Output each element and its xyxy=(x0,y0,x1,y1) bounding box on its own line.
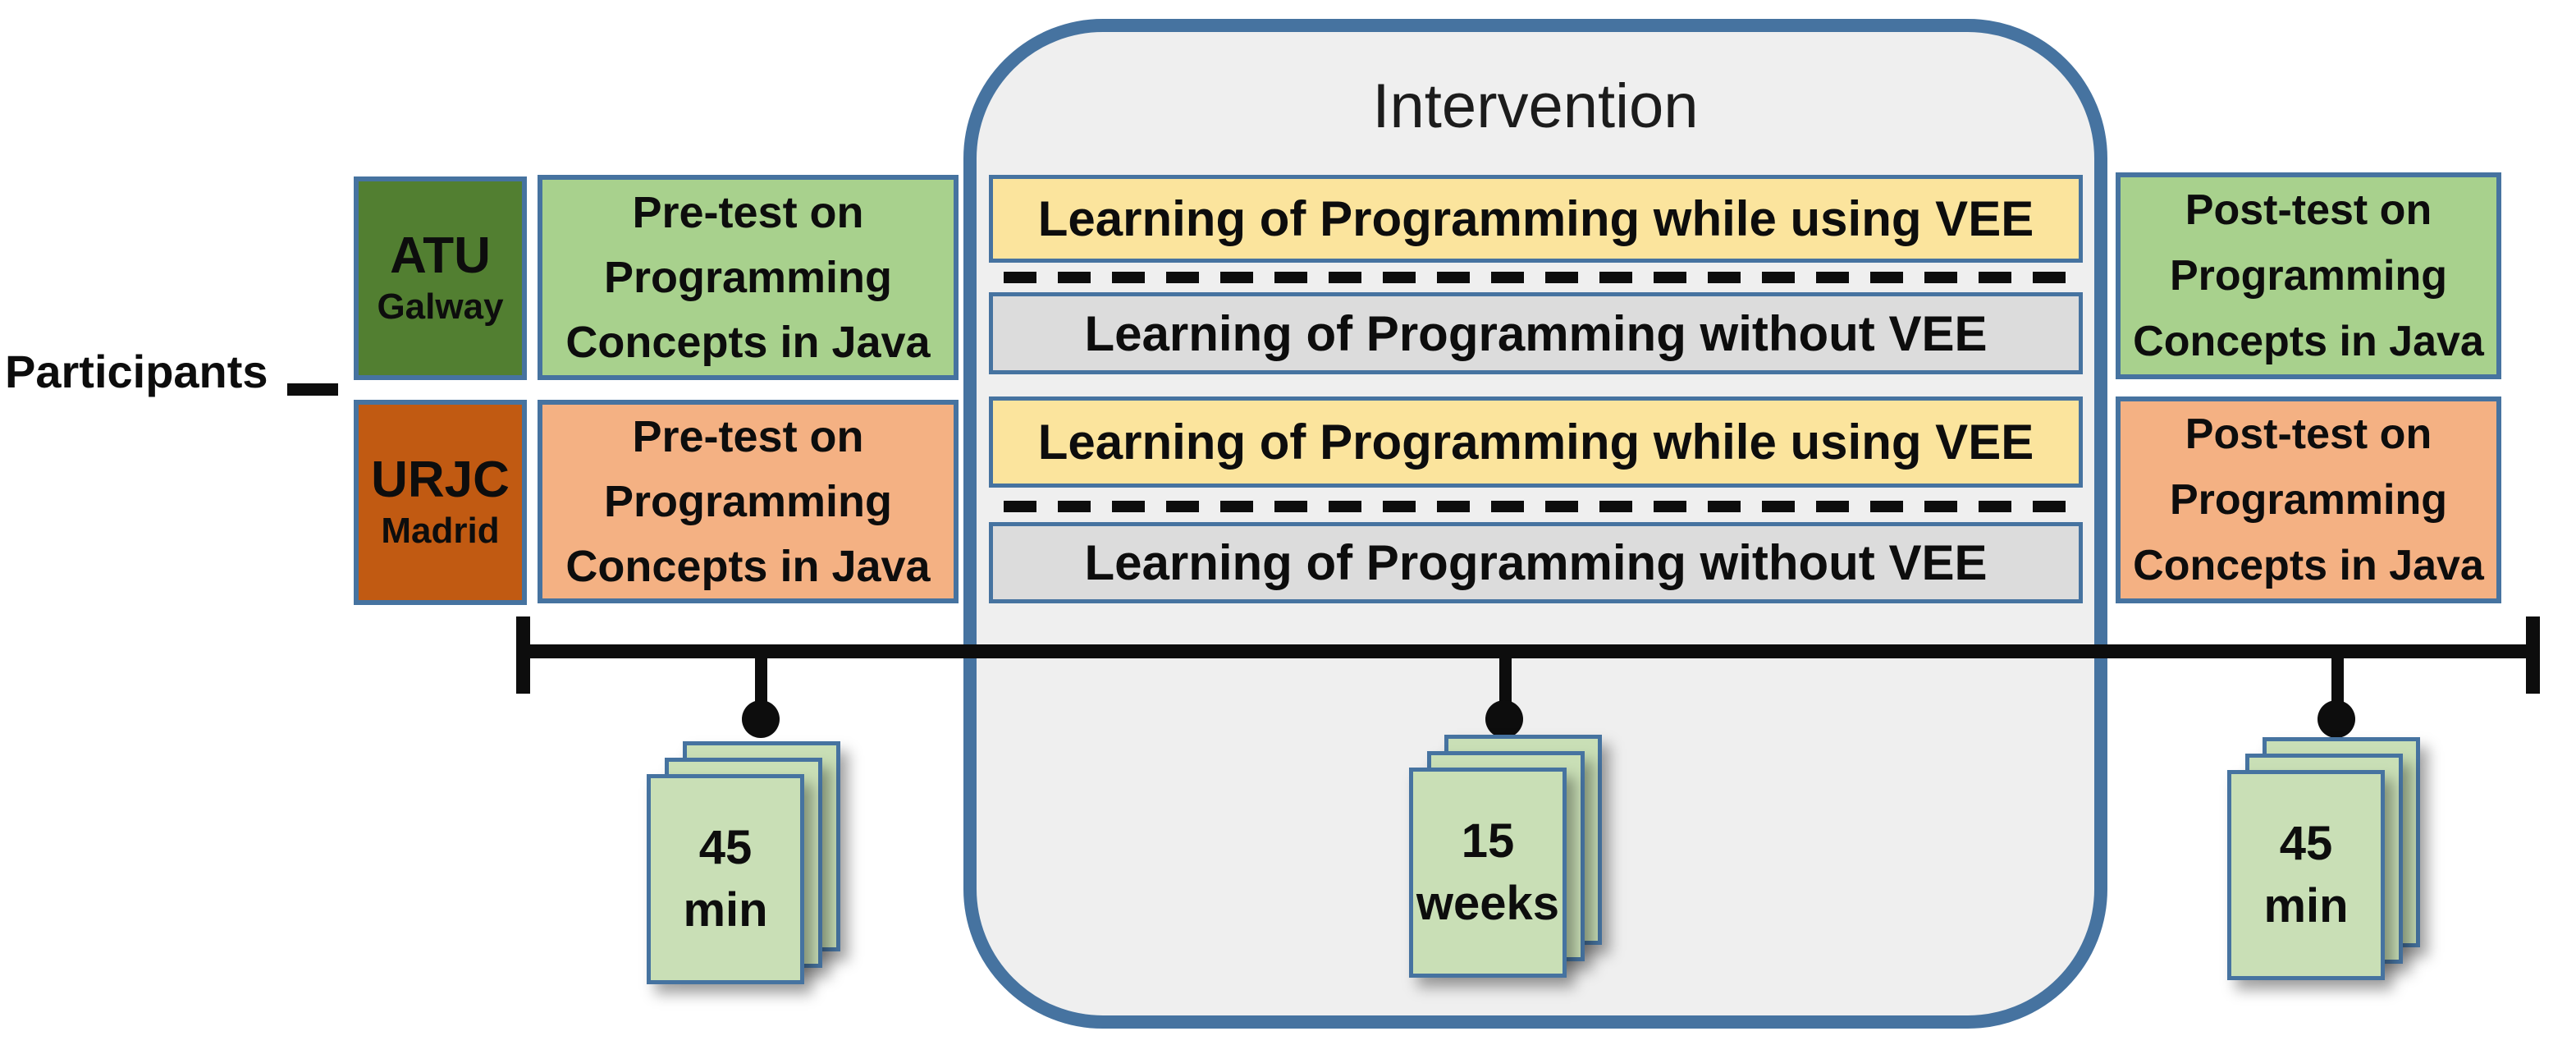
institution-name: ATU xyxy=(390,227,491,284)
milestone-dot-pretest xyxy=(742,700,780,738)
pretest-line: Programming xyxy=(603,252,893,302)
posttest-line: Programming xyxy=(2169,476,2448,524)
condition-no-vee-box-urjc: Learning of Programming without VEE xyxy=(989,522,2083,603)
duration-card-intervention: 15 weeks xyxy=(1409,768,1567,978)
participants-label: Participants xyxy=(5,346,268,397)
pretest-line: Pre-test on xyxy=(632,187,864,237)
milestone-connector-pretest xyxy=(755,657,767,704)
posttest-line: Programming xyxy=(2169,252,2448,300)
condition-vee-box-urjc: Learning of Programming while using VEE xyxy=(989,396,2083,488)
condition-divider-dashed-line-urjc xyxy=(1004,501,2072,512)
duration-unit: weeks xyxy=(1416,877,1560,930)
institution-location: Galway xyxy=(377,286,504,327)
posttest-line: Concepts in Java xyxy=(2133,318,2484,365)
pretest-line: Pre-test on xyxy=(632,411,864,461)
timeline-end-tick xyxy=(2526,616,2540,694)
posttest-line: Post-test on xyxy=(2185,410,2432,458)
posttest-box-urjc: Post-test on Programming Concepts in Jav… xyxy=(2116,396,2501,603)
participants-connector-line xyxy=(287,383,338,396)
milestone-connector-intervention xyxy=(1499,657,1512,704)
pretest-box-urjc: Pre-test on Programming Concepts in Java xyxy=(538,400,959,603)
pretest-box-atu: Pre-test on Programming Concepts in Java xyxy=(538,175,959,380)
duration-card-pretest: 45 min xyxy=(647,774,804,984)
condition-vee-box-atu: Learning of Programming while using VEE xyxy=(989,175,2083,263)
milestone-connector-posttest xyxy=(2331,657,2344,704)
group-box-urjc: URJC Madrid xyxy=(354,400,527,605)
posttest-box-atu: Post-test on Programming Concepts in Jav… xyxy=(2116,172,2501,379)
condition-divider-dashed-line-atu xyxy=(1004,272,2072,283)
duration-card-posttest: 45 min xyxy=(2227,770,2385,980)
duration-unit: min xyxy=(683,883,768,937)
pretest-line: Concepts in Java xyxy=(565,541,931,591)
timeline-start-tick xyxy=(516,616,530,694)
timeline-line xyxy=(523,644,2536,658)
institution-name: URJC xyxy=(371,451,510,508)
milestone-dot-posttest xyxy=(2317,700,2355,738)
group-box-atu: ATU Galway xyxy=(354,176,527,380)
condition-no-vee-box-atu: Learning of Programming without VEE xyxy=(989,292,2083,374)
duration-value: 45 xyxy=(2279,817,2333,870)
duration-unit: min xyxy=(2263,879,2349,933)
milestone-dot-intervention xyxy=(1485,700,1523,738)
posttest-line: Post-test on xyxy=(2185,186,2432,234)
institution-location: Madrid xyxy=(381,511,500,551)
duration-value: 45 xyxy=(698,821,753,874)
intervention-title: Intervention xyxy=(1372,71,1699,141)
pretest-line: Concepts in Java xyxy=(565,317,931,367)
duration-value: 15 xyxy=(1461,814,1515,868)
pretest-line: Programming xyxy=(603,476,893,526)
posttest-line: Concepts in Java xyxy=(2133,542,2484,589)
